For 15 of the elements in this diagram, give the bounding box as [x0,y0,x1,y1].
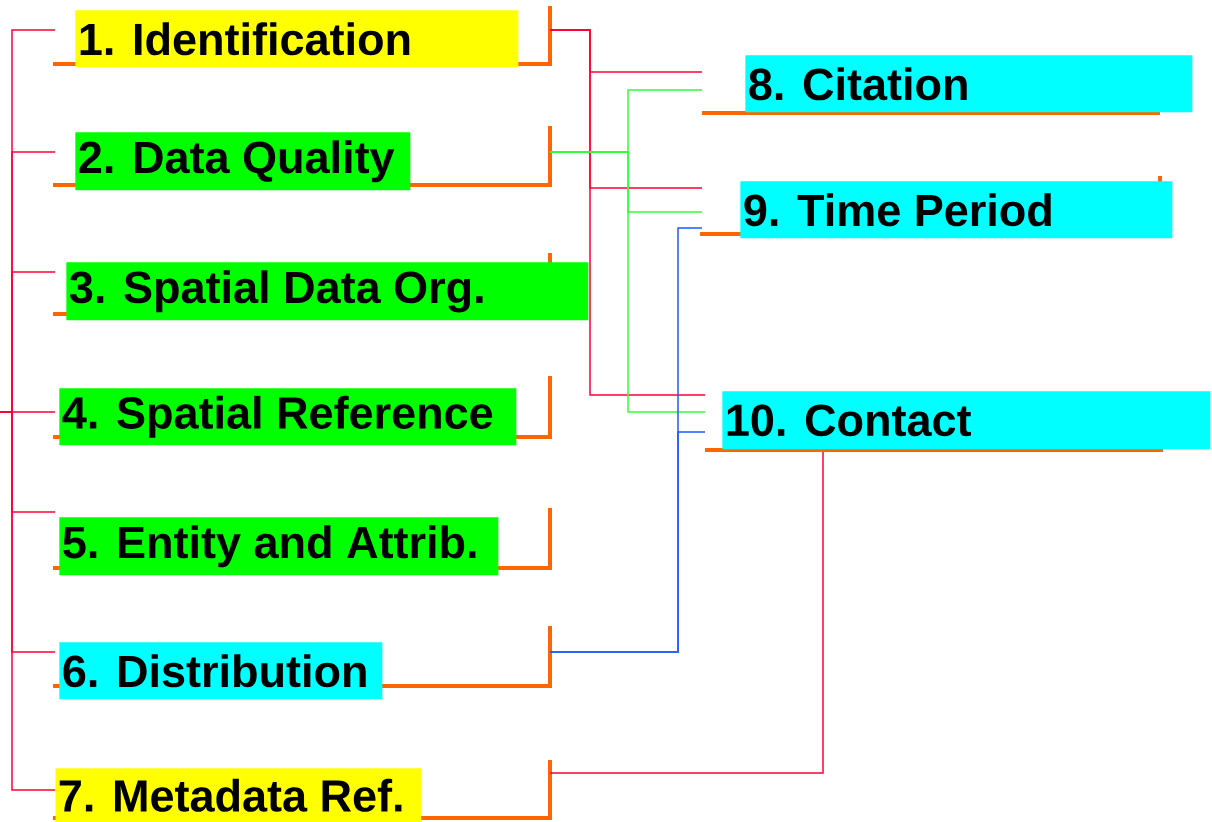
heading-box: 6. Distribution [53,626,552,700]
connector-line [549,151,706,413]
heading-box: 10. Contact [705,391,1211,452]
heading-box: 4. Spatial Reference [53,376,552,446]
connector-line [549,431,706,653]
heading-box: 5. Entity and Attrib. [53,508,552,576]
heading-box: 8. Citation [702,55,1193,115]
heading-box: 3. Spatial Data Org. [53,253,589,321]
connector-line [549,451,824,774]
connector-line [0,411,56,791]
heading-box: 2. Data Quality [53,126,552,191]
heading-box: 1. Identification [53,6,552,68]
heading-box: 9. Time Period [700,176,1173,239]
connector-line [549,29,706,396]
heading-box: 7. Metadata Ref. [53,760,552,822]
